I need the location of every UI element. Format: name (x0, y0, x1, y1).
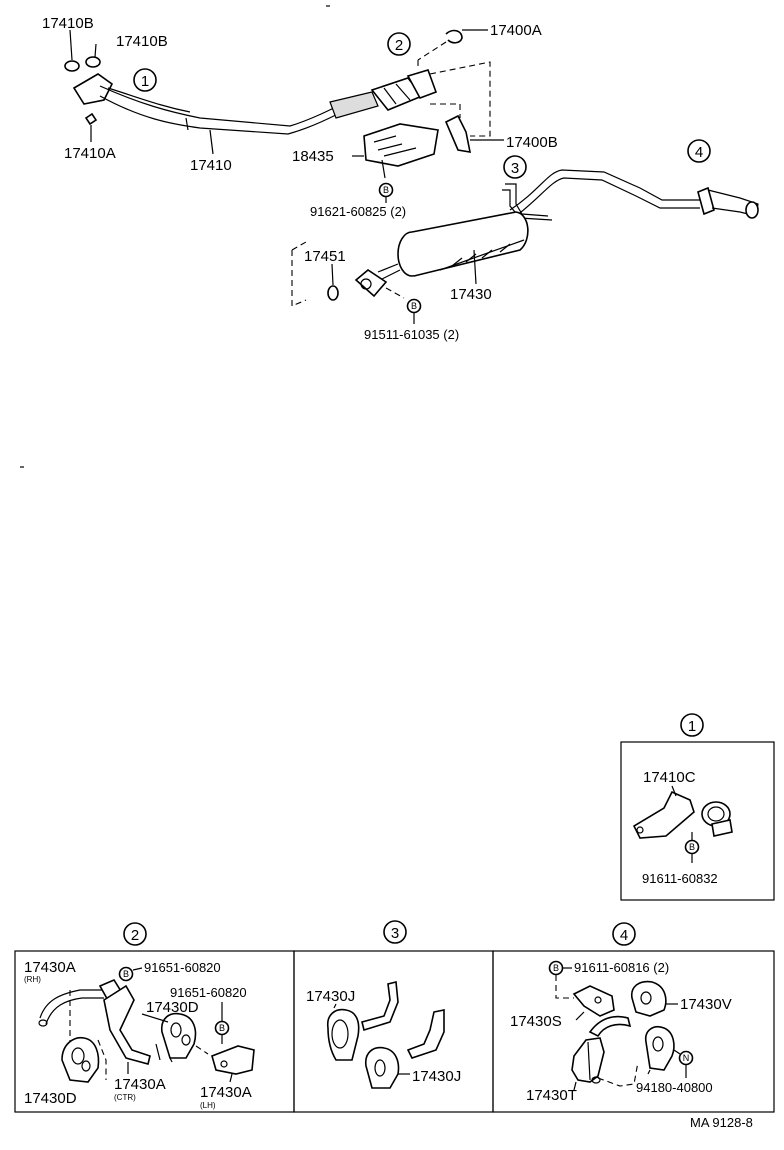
callout-number: 4 (695, 144, 703, 161)
detail-4-panel: 4 B 91611-60816 (2) 17430S 17430V 17430T (492, 922, 775, 1113)
bolt-91511-marker: B (385, 287, 422, 324)
bracket-17430S (572, 985, 615, 1017)
bolt-mark: B (123, 969, 129, 979)
nut-mark: N (683, 1053, 690, 1063)
front-pipe-17410 (72, 69, 438, 135)
hanger-pipe-4 (588, 1015, 632, 1038)
label-lh: (LH) (200, 1101, 216, 1110)
rubber-mount-4b (644, 1026, 675, 1075)
hanger-17430A-lh (195, 1045, 255, 1083)
label-rh: (RH) (24, 975, 41, 984)
label-91651-60820-a: 91651-60820 (144, 960, 221, 975)
callout-4: 4 (687, 139, 711, 163)
hanger-rod-3a (361, 980, 399, 1032)
label-91611-60816: 91611-60816 (2) (574, 960, 669, 975)
label-17430J-b: 17430J (412, 1068, 461, 1085)
label-17451: 17451 (304, 248, 346, 265)
callout-2: 2 (387, 32, 411, 56)
heat-insulator-18435 (352, 123, 439, 179)
callout-number: 1 (141, 73, 149, 90)
label-17430A-lh: 17430A (200, 1084, 252, 1101)
callout-number: 3 (391, 925, 399, 942)
label-94180-40800: 94180-40800 (636, 1080, 713, 1095)
label-17430D-b: 17430D (24, 1090, 77, 1107)
rubber-mount-17430V (630, 980, 667, 1017)
rubber-ring-17430J-a (326, 1003, 360, 1061)
bolt-mark: B (689, 842, 695, 852)
detail-2-panel: 2 17430A (RH) B 91651-60820 17430D 91651… (14, 922, 295, 1113)
bolt-mark: B (219, 1023, 225, 1033)
gasket-17451 (291, 241, 339, 307)
gasket-17410B (64, 29, 101, 72)
hanger-17410C (632, 785, 733, 839)
label-18435: 18435 (292, 148, 334, 165)
label-17400A: 17400A (490, 22, 542, 39)
label-17430: 17430 (450, 286, 492, 303)
bolt-mark: B (383, 185, 389, 195)
detail-1-panel: 1 17410C B 91611-60832 (620, 713, 775, 901)
label-ctr: (CTR) (114, 1093, 136, 1102)
label-91511-61035: 91511-61035 (2) (364, 327, 459, 342)
callout-number: 2 (395, 37, 403, 54)
label-17430A-rh: 17430A (24, 959, 76, 976)
callout-number: 2 (131, 927, 139, 944)
leader-17410 (209, 129, 214, 155)
rubber-ring-17430J-b (364, 1046, 410, 1089)
hanger-17430A-ctr (103, 984, 151, 1074)
rubber-mount-17430D-a (61, 1036, 107, 1083)
label-17430A-ctr: 17430A (114, 1076, 166, 1093)
rubber-mount-17430D-b (160, 1012, 197, 1063)
label-17430J-a: 17430J (306, 988, 355, 1005)
hanger-17430T (571, 1037, 605, 1084)
callout-1: 1 (133, 68, 157, 92)
label-91611-60832: 91611-60832 (642, 871, 718, 886)
hanger-rod-3b (406, 1009, 445, 1059)
bolt-mark: B (411, 301, 417, 311)
label-17410C: 17410C (643, 769, 696, 786)
label-17430D-a: 17430D (146, 999, 199, 1016)
callout-3: 3 (503, 155, 527, 179)
detail-3-panel: 3 17430J 17430J (293, 920, 494, 1113)
bolt-mark: B (553, 963, 559, 973)
label-17400B: 17400B (506, 134, 558, 151)
label-91621-60825: 91621-60825 (2) (310, 204, 406, 219)
diagram-reference: MA 9128-8 (690, 1115, 753, 1130)
label-17410: 17410 (190, 157, 232, 174)
tail-pipe-17430 (354, 169, 759, 298)
label-91651-60820-b: 91651-60820 (170, 985, 247, 1000)
bracket-17400B (430, 103, 504, 153)
label-17410B-a: 17410B (42, 15, 94, 32)
callout-number: 1 (688, 718, 696, 735)
label-17430V: 17430V (680, 996, 732, 1013)
bolt-91621-marker: B (378, 182, 394, 203)
clamp-17400A (417, 29, 491, 137)
label-17410A: 17410A (64, 145, 116, 162)
callout-number: 3 (511, 160, 519, 177)
label-17430S: 17430S (510, 1013, 562, 1030)
nut-17410A (84, 112, 98, 142)
label-17410B-b: 17410B (116, 33, 168, 50)
label-17430T: 17430T (526, 1087, 577, 1104)
callout-number: 4 (620, 927, 628, 944)
